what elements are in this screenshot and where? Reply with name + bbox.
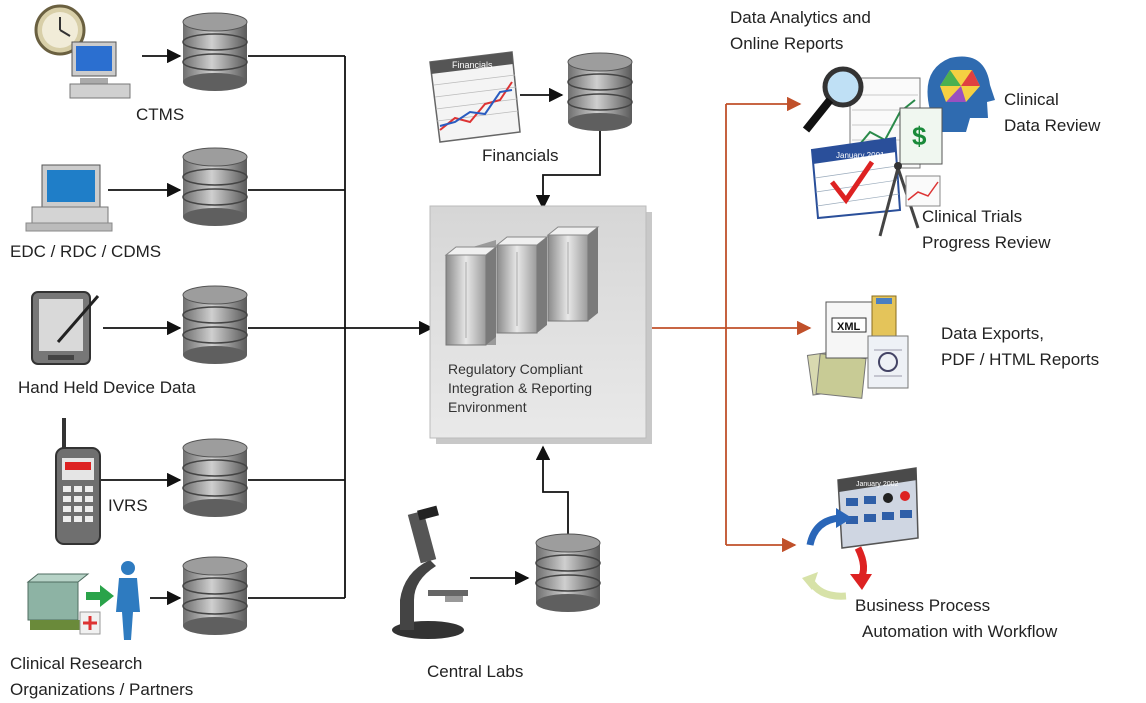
dollar-document-icon: $ [899,107,943,165]
ivrs-label: IVRS [108,496,148,515]
database-edc [182,147,248,227]
calendar-icon: January 2001 [810,136,902,220]
progress-chart-icon [905,175,941,207]
center-label-line1: Regulatory Compliant [448,361,583,377]
data-exports-icon: XML [806,295,909,399]
workflow-automation-icon: January 2002 [802,467,919,600]
cro-label-line1: Clinical Research [10,654,143,673]
review-label-line1: Clinical [1004,90,1059,109]
database-ivrs [182,438,248,518]
central-labs-label: Central Labs [427,662,524,681]
exports-label-line1: Data Exports, [941,324,1044,343]
integration-environment-label: Regulatory Compliant Integration & Repor… [448,360,648,417]
cro-label-line2: Organizations / Partners [10,680,194,699]
input-connectors [100,48,601,606]
trials-label-line2: Progress Review [922,233,1051,252]
database-handheld [182,285,248,365]
database-central-labs [535,533,601,613]
database-financials [567,52,633,132]
magnifier-icon [802,66,864,133]
output-connectors [650,96,812,553]
financials-chart-icon: Financials [429,51,521,143]
xml-label: XML [837,321,861,333]
integration-environment-box [429,205,652,444]
bpa-label-line2: Automation with Workflow [862,622,1058,641]
trials-label-line1: Clinical Trials [922,207,1023,226]
clinical-review-head-icon [927,56,995,132]
bpa-label-line1: Business Process [855,596,991,615]
calendar-title: January 2001 [836,151,885,160]
financials-sheet-title: Financials [452,60,493,70]
center-label-line3: Environment [448,399,527,415]
analytics-label-line2: Online Reports [730,34,844,53]
cro-partners-icon [26,561,140,640]
database-ctms [182,12,248,92]
financials-label: Financials [482,146,559,165]
server-icon [444,226,600,346]
database-cro [182,556,248,636]
ivrs-phone-icon [55,418,101,545]
microscope-icon [392,505,468,639]
center-label-line2: Integration & Reporting [448,380,592,396]
handheld-label: Hand Held Device Data [18,378,196,397]
analytics-label-line1: Data Analytics and [730,8,871,27]
review-label-line2: Data Review [1004,116,1101,135]
edc-label: EDC / RDC / CDMS [10,242,162,261]
ctms-label: CTMS [136,105,185,124]
workflow-calendar-title: January 2002 [856,481,899,488]
edc-computer-icon [25,164,113,232]
dollar-sign: $ [912,121,927,151]
handheld-tablet-icon [31,291,100,365]
ctms-clock-computer-icon [34,4,131,99]
exports-label-line2: PDF / HTML Reports [941,350,1100,369]
